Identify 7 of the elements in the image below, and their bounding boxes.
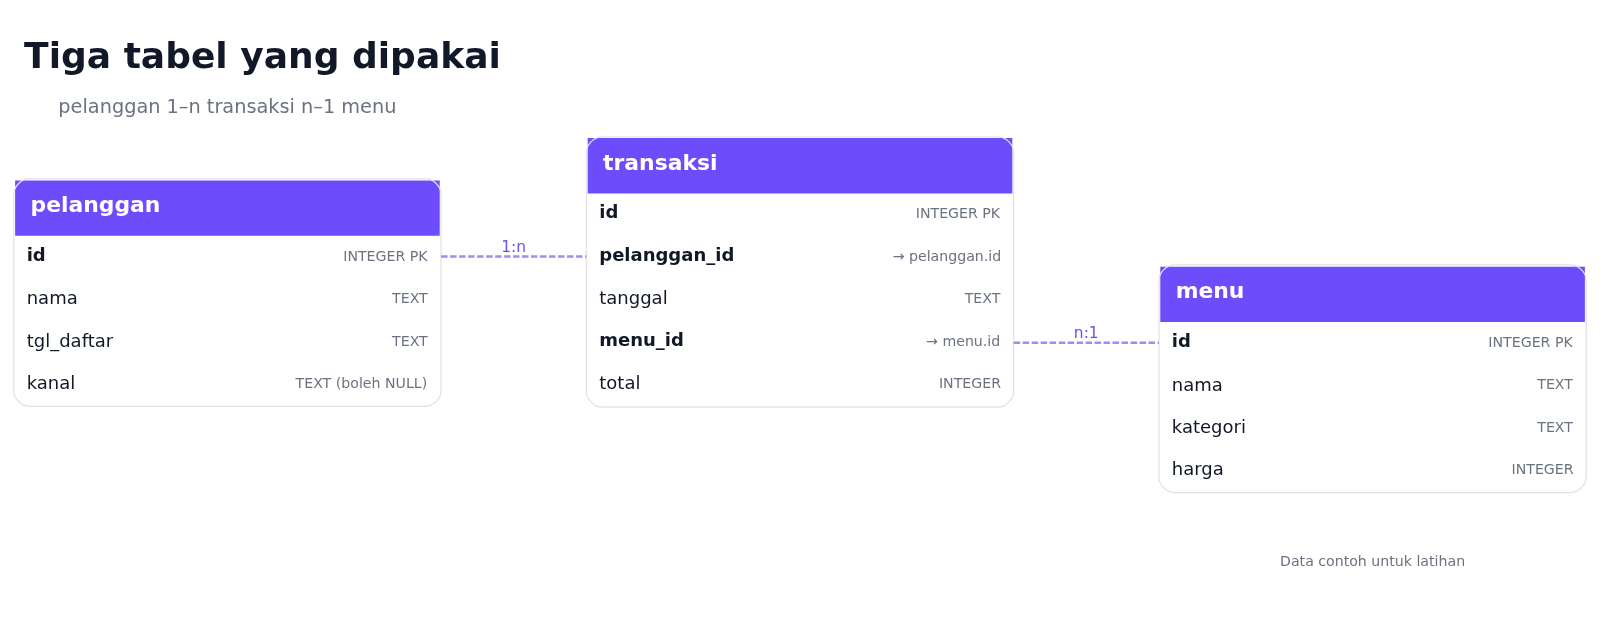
diagram-title: Tiga tabel yang dipakai xyxy=(24,34,501,76)
connector xyxy=(441,254,587,258)
label: pelanggan 1–n transaksi n–1 menu xyxy=(58,94,397,118)
label: Data contoh untuk latihan xyxy=(1280,552,1466,569)
edge-label: 1:n xyxy=(501,237,527,256)
edge-label: n:1 xyxy=(1073,323,1099,342)
connector xyxy=(1013,340,1159,344)
